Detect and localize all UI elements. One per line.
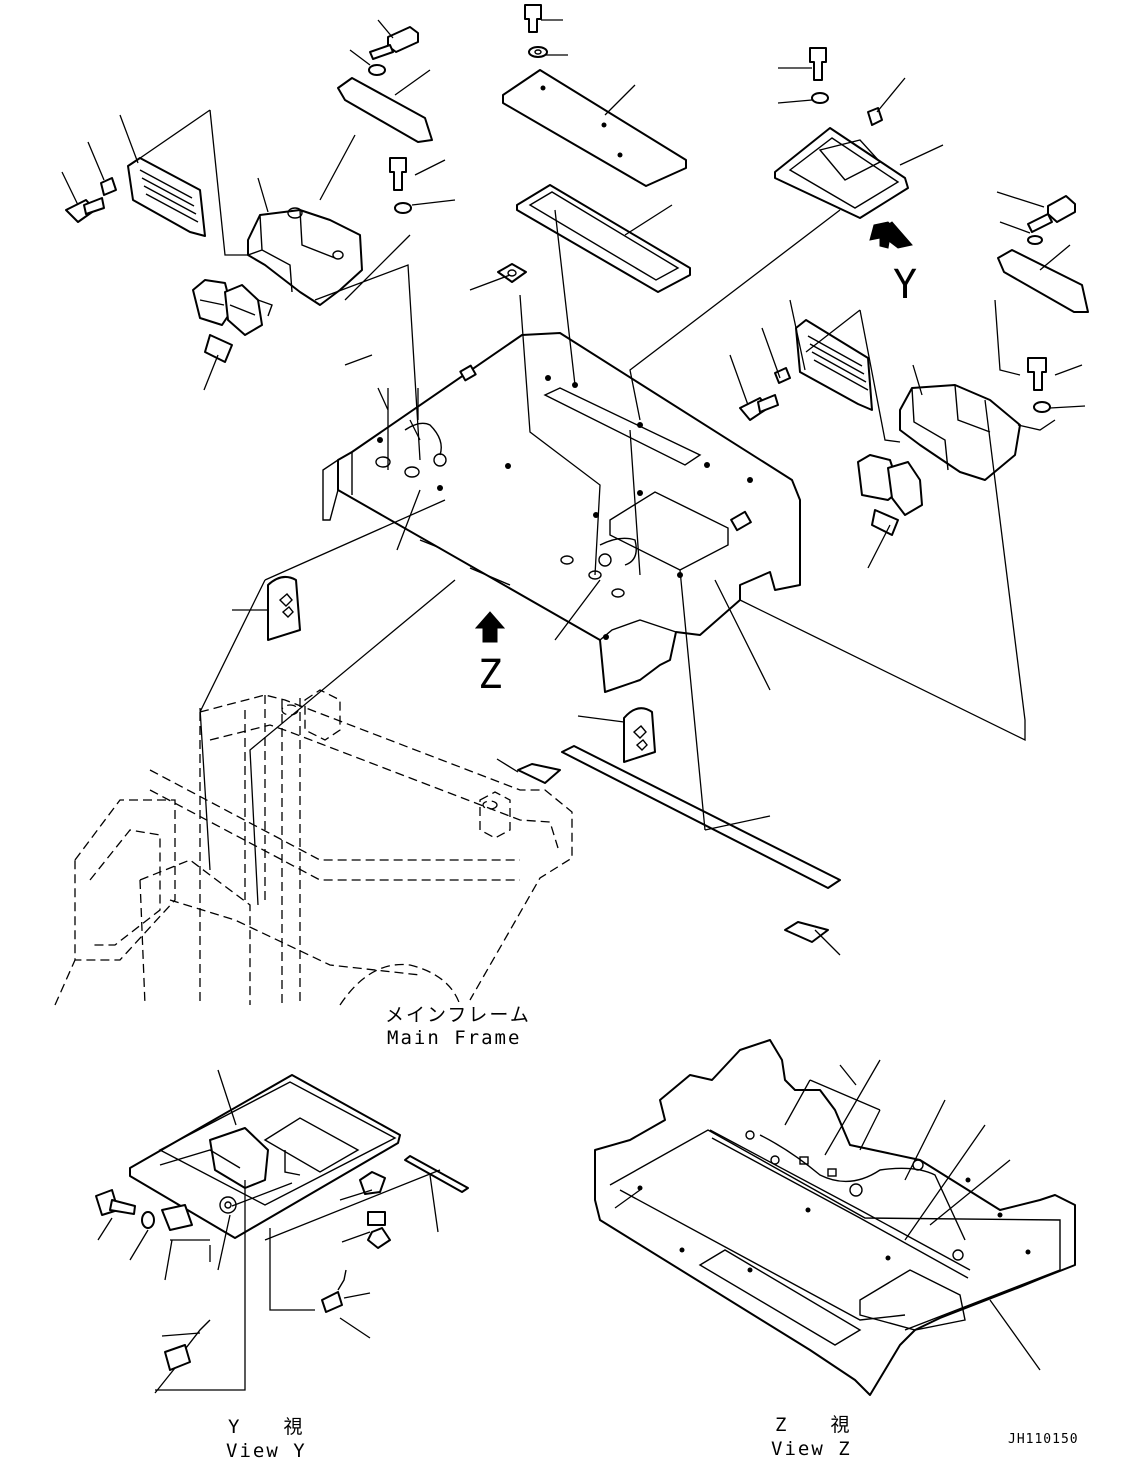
main-frame (54, 689, 573, 1006)
main-frame-label-en: Main Frame (387, 1027, 522, 1049)
view-z-caption-jp: Z 視 (775, 1414, 852, 1436)
right-light-assembly (739, 47, 1089, 536)
floor-plate (322, 332, 801, 693)
leader-lines (61, 19, 1086, 1394)
view-z-caption-en: View Z (771, 1438, 852, 1460)
view-y-marker: Y (893, 262, 918, 308)
top-bolt-stack (497, 4, 691, 293)
view-y-caption-en: View Y (226, 1440, 307, 1462)
view-z-detail (594, 1039, 1076, 1396)
view-z-marker: Z (478, 652, 503, 698)
drawing-number: JH110150 (1008, 1432, 1079, 1447)
main-frame-label-jp: メインフレーム (385, 1004, 531, 1026)
view-y-caption-jp: Y 視 (228, 1416, 305, 1438)
view-y-detail (95, 1074, 469, 1391)
side-brackets (267, 575, 841, 943)
left-light-assembly (65, 26, 433, 363)
